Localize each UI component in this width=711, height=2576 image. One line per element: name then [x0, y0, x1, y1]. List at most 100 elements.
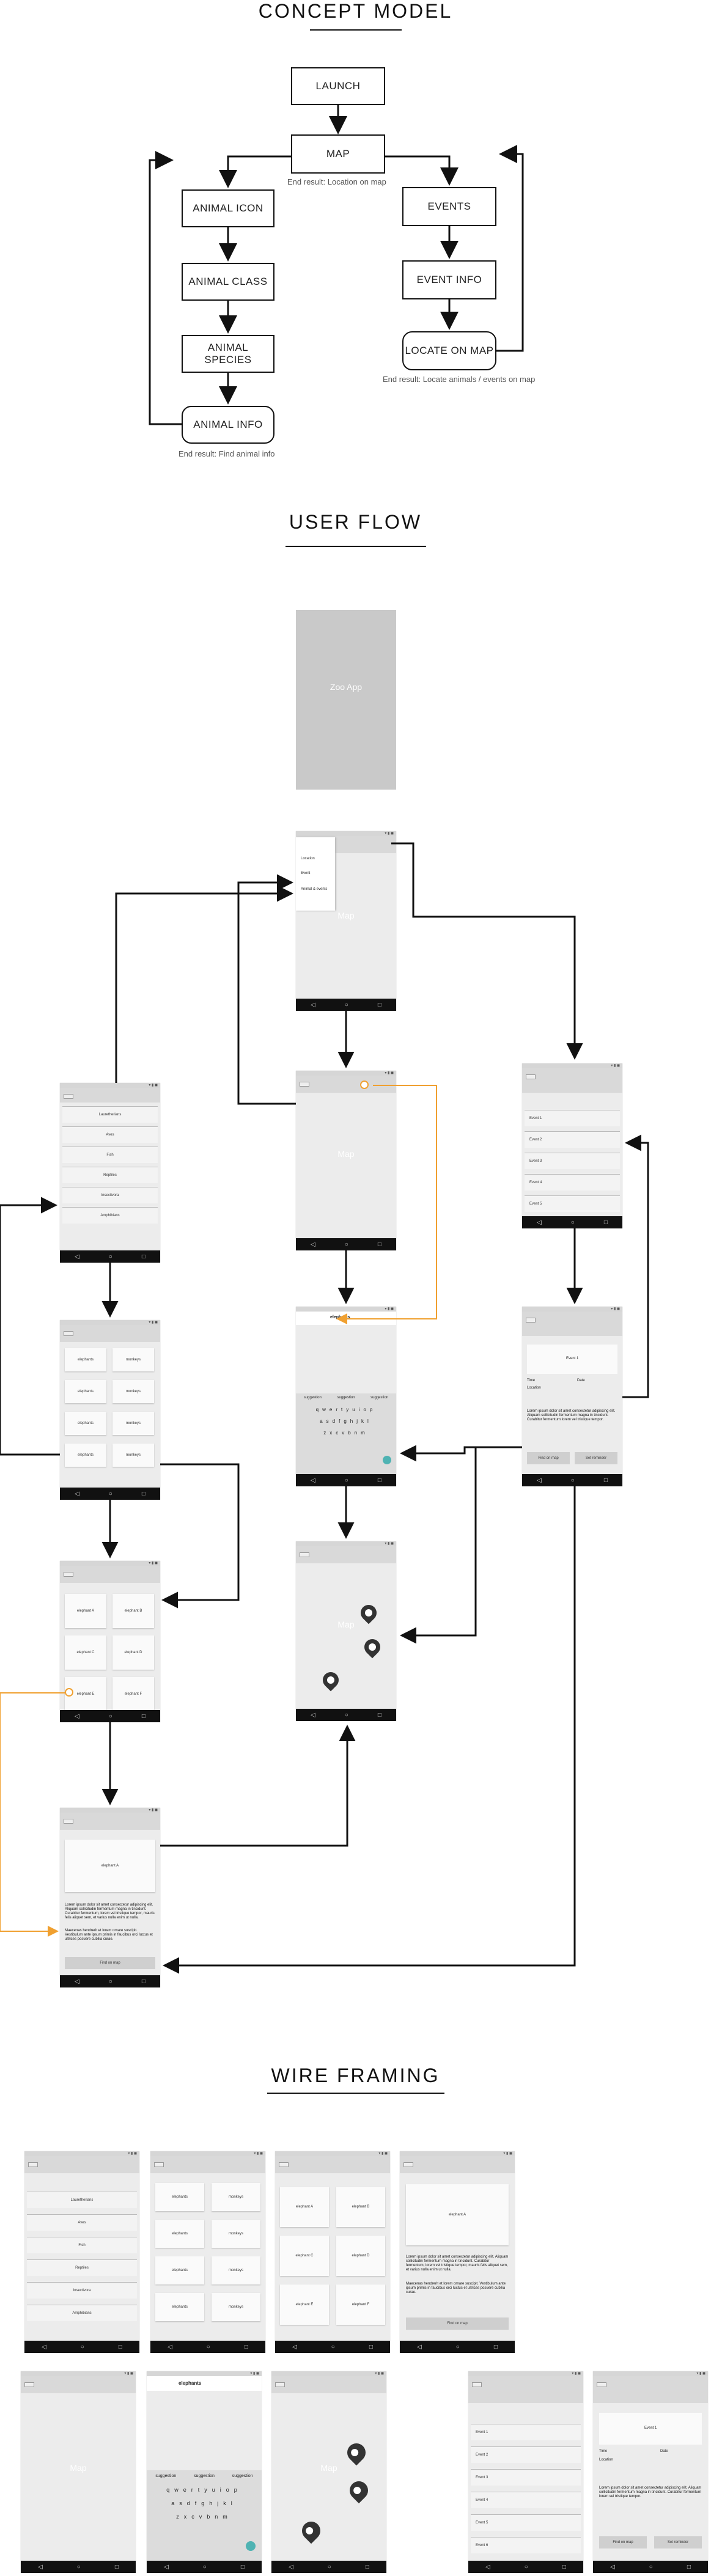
suggestion-1[interactable]: suggestion: [155, 2474, 177, 2478]
recents-icon[interactable]: □: [377, 1001, 381, 1008]
back-icon[interactable]: ◁: [38, 2563, 43, 2570]
species-tile[interactable]: elephant B: [112, 1594, 154, 1628]
event-item[interactable]: Event 5: [471, 2514, 581, 2531]
event-item[interactable]: Event 3: [525, 1153, 620, 1169]
back-icon[interactable]: ◁: [417, 2343, 422, 2350]
menu-icon[interactable]: [472, 2382, 482, 2387]
animal-tile[interactable]: elephants: [65, 1380, 106, 1403]
home-icon[interactable]: ○: [344, 1477, 348, 1484]
event-item[interactable]: Event 3: [471, 2469, 581, 2486]
home-icon[interactable]: ○: [108, 1712, 112, 1720]
back-icon[interactable]: ◁: [292, 2343, 297, 2350]
menu-icon[interactable]: [24, 2382, 34, 2387]
recents-icon[interactable]: □: [244, 2343, 248, 2350]
menu-icon[interactable]: [64, 1331, 73, 1336]
drawer-item-animals[interactable]: Animal & events: [301, 887, 328, 891]
animal-tile[interactable]: elephants: [65, 1444, 106, 1467]
suggestion-3[interactable]: suggestion: [370, 1396, 389, 1400]
recents-icon[interactable]: □: [369, 2343, 373, 2350]
species-tile[interactable]: elephant C: [65, 1635, 106, 1670]
animal-tile[interactable]: monkeys: [212, 2256, 260, 2284]
back-icon[interactable]: ◁: [537, 1477, 542, 1484]
animal-tile[interactable]: elephants: [155, 2183, 204, 2211]
event-item[interactable]: Event 2: [525, 1131, 620, 1148]
map-pin-icon[interactable]: [345, 2477, 372, 2504]
animal-tile[interactable]: monkeys: [212, 2220, 260, 2248]
recents-icon[interactable]: □: [141, 1712, 146, 1720]
animal-tile[interactable]: monkeys: [112, 1348, 154, 1371]
home-icon[interactable]: ○: [80, 2343, 84, 2350]
recents-icon[interactable]: □: [377, 1477, 381, 1484]
home-icon[interactable]: ○: [202, 2563, 207, 2570]
enter-key[interactable]: [246, 2541, 256, 2551]
keyboard-row-1[interactable]: qwertyuiop: [166, 2487, 242, 2493]
class-item[interactable]: Aves: [62, 1126, 158, 1143]
suggestion-2[interactable]: suggestion: [194, 2474, 215, 2478]
animal-tile[interactable]: elephants: [65, 1412, 106, 1435]
home-icon[interactable]: ○: [327, 2563, 331, 2570]
species-tile[interactable]: elephant E: [280, 2284, 329, 2325]
back-icon[interactable]: ◁: [75, 1490, 79, 1497]
menu-icon[interactable]: [597, 2382, 606, 2387]
keyboard-row-3[interactable]: zxcvbnm: [323, 1430, 369, 1436]
enter-key[interactable]: [383, 1456, 391, 1464]
menu-icon[interactable]: [300, 1082, 309, 1087]
animal-tile[interactable]: elephants: [65, 1348, 106, 1371]
menu-icon[interactable]: [64, 1819, 73, 1824]
drawer-item-location[interactable]: Location: [301, 857, 315, 861]
set-reminder-button[interactable]: Set reminder: [575, 1452, 617, 1464]
keyboard-row-3[interactable]: zxcvbnm: [176, 2514, 232, 2520]
species-tile[interactable]: elephant E: [65, 1677, 106, 1711]
home-icon[interactable]: ○: [649, 2563, 653, 2570]
class-item[interactable]: Amphibians: [27, 2305, 137, 2321]
keyboard-row-2[interactable]: asdfghjkl: [171, 2500, 237, 2506]
map-pin-icon[interactable]: [298, 2517, 325, 2544]
recents-icon[interactable]: □: [377, 1711, 381, 1719]
class-item[interactable]: Lauretherians: [27, 2192, 137, 2208]
class-item[interactable]: Amphibians: [62, 1207, 158, 1224]
back-icon[interactable]: ◁: [42, 2343, 46, 2350]
animal-tile[interactable]: monkeys: [112, 1444, 154, 1467]
recents-icon[interactable]: □: [114, 2563, 119, 2570]
event-item[interactable]: Event 4: [525, 1174, 620, 1191]
find-on-map-button[interactable]: Find on map: [599, 2536, 647, 2548]
home-icon[interactable]: ○: [108, 1490, 112, 1497]
find-on-map-button[interactable]: Find on map: [527, 1452, 570, 1464]
back-icon[interactable]: ◁: [289, 2563, 293, 2570]
class-item[interactable]: Fish: [62, 1147, 158, 1163]
species-tile[interactable]: elephant B: [336, 2187, 385, 2227]
set-reminder-button[interactable]: Set reminder: [654, 2536, 702, 2548]
recents-icon[interactable]: □: [687, 2563, 691, 2570]
class-item[interactable]: Insectivora: [27, 2282, 137, 2299]
home-icon[interactable]: ○: [570, 1219, 575, 1226]
recents-icon[interactable]: □: [603, 1219, 608, 1226]
recents-icon[interactable]: □: [141, 1490, 146, 1497]
back-icon[interactable]: ◁: [537, 1219, 542, 1226]
menu-icon[interactable]: [64, 1572, 73, 1577]
suggestion-2[interactable]: suggestion: [337, 1396, 355, 1400]
recents-icon[interactable]: □: [118, 2343, 122, 2350]
search-bar[interactable]: elephants: [147, 2376, 262, 2391]
class-item[interactable]: Lauretherians: [62, 1106, 158, 1123]
suggestion-1[interactable]: suggestion: [303, 1396, 322, 1400]
recents-icon[interactable]: □: [141, 1253, 146, 1260]
animal-tile[interactable]: elephants: [155, 2256, 204, 2284]
event-item[interactable]: Event 6: [471, 2537, 581, 2553]
event-item[interactable]: Event 1: [525, 1110, 620, 1126]
species-tile[interactable]: elephant D: [336, 2236, 385, 2276]
back-icon[interactable]: ◁: [168, 2343, 172, 2350]
back-icon[interactable]: ◁: [485, 2563, 490, 2570]
home-icon[interactable]: ○: [344, 1711, 348, 1719]
class-item[interactable]: Reptiles: [27, 2259, 137, 2276]
recents-icon[interactable]: □: [493, 2343, 498, 2350]
back-icon[interactable]: ◁: [311, 1241, 315, 1248]
class-item[interactable]: Reptiles: [62, 1167, 158, 1183]
event-item[interactable]: Event 4: [471, 2492, 581, 2508]
menu-icon[interactable]: [275, 2382, 285, 2387]
find-on-map-button[interactable]: Find on map: [65, 1957, 155, 1969]
home-icon[interactable]: ○: [108, 1253, 112, 1260]
back-icon[interactable]: ◁: [311, 1711, 315, 1719]
menu-icon[interactable]: [279, 2162, 289, 2167]
find-on-map-button[interactable]: Find on map: [406, 2317, 509, 2330]
keyboard-row-2[interactable]: asdfghjkl: [320, 1418, 372, 1424]
